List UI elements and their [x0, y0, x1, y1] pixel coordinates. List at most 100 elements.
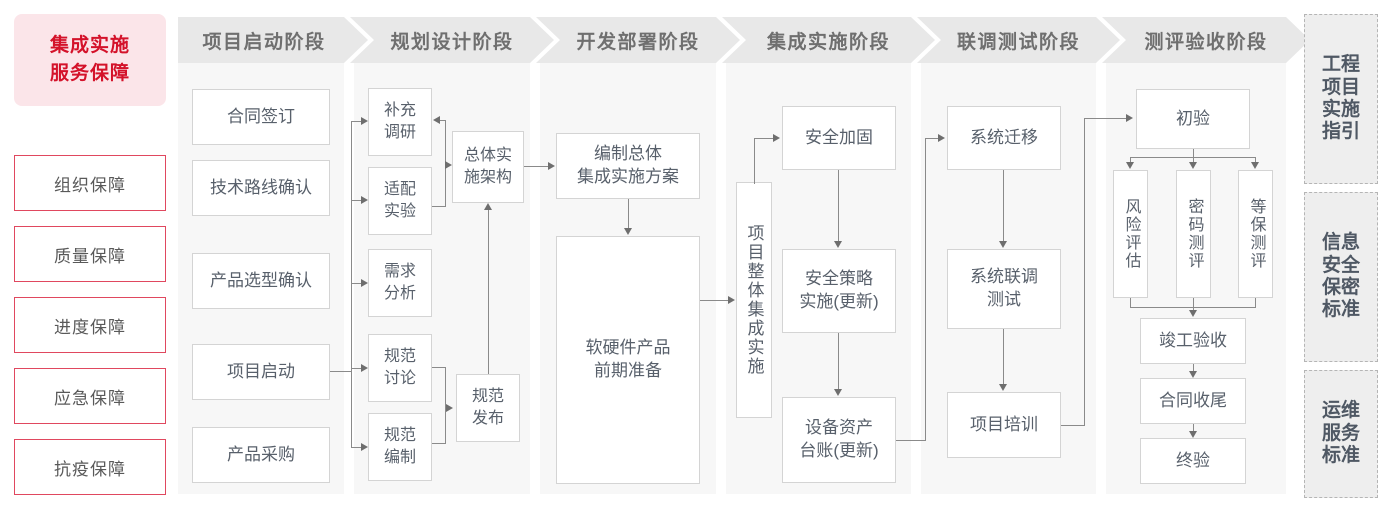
connector-migration-to-joint-test — [1003, 170, 1005, 242]
node-label: 系统联调 测试 — [970, 267, 1038, 309]
arrow-down-to-asset-ledger — [834, 389, 842, 396]
sidebar-title-line-2: 服务保障 — [49, 63, 130, 84]
node-project-kickoff[interactable]: 项目启动 — [192, 344, 330, 400]
rail-item-ops-service-standard[interactable]: 运维服务标准 — [1304, 370, 1378, 498]
phase-header-p6[interactable]: 测评验收阶段 — [1102, 17, 1310, 63]
connector-policy-to-ledger — [838, 333, 840, 389]
connector-merge-to-completion — [1193, 298, 1195, 310]
node-security-policy-implementation[interactable]: 安全策略 实施(更新) — [782, 249, 896, 333]
connector-spec-discussion-right — [432, 367, 446, 369]
sidebar-item-emergency[interactable]: 应急保障 — [14, 368, 166, 424]
node-contract-closure[interactable]: 合同收尾 — [1140, 378, 1246, 424]
node-label: 规范 讨论 — [383, 348, 416, 387]
arrow-to-supplementary-research — [361, 117, 368, 125]
node-project-training[interactable]: 项目培训 — [947, 392, 1061, 458]
sidebar-item-quality[interactable]: 质量保障 — [14, 226, 166, 282]
node-completion-acceptance[interactable]: 竣工验收 — [1140, 318, 1246, 364]
arrow-to-overall-integration — [728, 296, 735, 304]
node-label: 安全策略 实施(更新) — [799, 269, 879, 311]
connector-spec-drafting-right — [432, 443, 446, 445]
node-system-migration[interactable]: 系统迁移 — [947, 106, 1061, 170]
arrow-down-to-risk-assessment — [1126, 162, 1134, 169]
node-label: 等保测评 — [1247, 198, 1265, 270]
node-mlps-evaluation[interactable]: 等保测评 — [1238, 170, 1273, 298]
connector-joint-test-to-training — [1003, 329, 1005, 385]
phase-header-p3[interactable]: 开发部署阶段 — [536, 17, 740, 63]
arrow-to-security-hardening — [773, 134, 780, 142]
connector-training-up — [1084, 118, 1086, 426]
node-label: 产品采购 — [227, 444, 295, 464]
node-risk-assessment[interactable]: 风险评估 — [1113, 170, 1148, 298]
node-equipment-asset-ledger[interactable]: 设备资产 台账(更新) — [782, 397, 896, 483]
node-spec-release[interactable]: 规范 发布 — [456, 374, 520, 442]
node-overall-implementation-architecture[interactable]: 总体实 施架构 — [452, 131, 524, 203]
node-adaptation-experiment[interactable]: 适配 实验 — [368, 167, 432, 235]
node-product-procurement[interactable]: 产品采购 — [192, 427, 330, 483]
arrow-down-to-security-policy — [834, 241, 842, 248]
node-overall-project-integration[interactable]: 项目整体集成实施 — [736, 182, 772, 418]
node-contract-signing[interactable]: 合同签订 — [192, 89, 330, 145]
rail-item-infosec-standard[interactable]: 信息安全保密标准 — [1304, 192, 1378, 362]
arrow-to-draft-plan — [548, 162, 555, 170]
node-label: 密码测评 — [1185, 198, 1203, 270]
node-label: 适配 实验 — [383, 181, 416, 220]
connector-adaptation-right — [432, 206, 446, 208]
connector-bus-to-supplementary-research — [351, 121, 362, 123]
node-spec-discussion[interactable]: 规范 讨论 — [368, 334, 432, 402]
connector-ledger-up — [925, 138, 927, 441]
sidebar-item-epidemic[interactable]: 抗疫保障 — [14, 439, 166, 495]
phase-header-p4[interactable]: 集成实施阶段 — [722, 17, 935, 63]
connector-ledger-right — [896, 440, 926, 442]
node-supplementary-research[interactable]: 补充 调研 — [368, 88, 432, 156]
sidebar-item-schedule[interactable]: 进度保障 — [14, 297, 166, 353]
phase-header-p2[interactable]: 规划设计阶段 — [350, 17, 554, 63]
arrow-down-to-joint-test — [999, 241, 1007, 248]
connector-architecture-to-plan — [524, 166, 549, 168]
node-label: 需求 分析 — [383, 263, 416, 302]
arrow-to-overall-architecture — [445, 161, 452, 169]
node-security-hardening[interactable]: 安全加固 — [782, 106, 896, 170]
connector-integration-up — [754, 138, 756, 184]
connector-kickoff-to-bus — [330, 371, 352, 373]
rail-item-engineering-guideline[interactable]: 工程项目实施指引 — [1304, 14, 1378, 184]
node-tech-route-confirm[interactable]: 技术路线确认 — [192, 160, 330, 216]
rail-label: 工程项目实施指引 — [1321, 54, 1360, 143]
sidebar-item-organization[interactable]: 组织保障 — [14, 155, 166, 211]
node-label: 终验 — [1176, 450, 1210, 470]
phase-title: 项目启动阶段 — [202, 31, 326, 53]
node-label: 编制总体 集成实施方案 — [577, 144, 679, 186]
sidebar-item-label: 抗疫保障 — [54, 459, 126, 479]
connector-mlps-down — [1255, 298, 1257, 307]
phase-header-p1[interactable]: 项目启动阶段 — [178, 17, 368, 63]
node-requirement-analysis[interactable]: 需求 分析 — [368, 249, 432, 317]
node-preliminary-acceptance[interactable]: 初验 — [1136, 89, 1250, 149]
connector-training-right — [1061, 425, 1085, 427]
phase-title: 集成实施阶段 — [766, 31, 890, 53]
connector-split-to-mlps — [1255, 157, 1257, 163]
arrow-to-preliminary-acceptance — [1126, 114, 1133, 122]
node-hardware-software-preparation[interactable]: 软硬件产品 前期准备 — [556, 236, 700, 484]
node-final-acceptance[interactable]: 终验 — [1140, 438, 1246, 484]
arrow-down-to-preparation — [624, 228, 632, 235]
phase-header-p5[interactable]: 联调测试阶段 — [917, 17, 1120, 63]
node-label: 项目整体集成实施 — [744, 224, 764, 376]
connector-preparation-to-integration — [700, 300, 728, 302]
node-cryptography-evaluation[interactable]: 密码测评 — [1176, 170, 1211, 298]
arrow-to-spec-release — [446, 404, 453, 412]
node-label: 规范 编制 — [383, 427, 416, 466]
sidebar-item-label: 质量保障 — [54, 246, 126, 266]
node-product-selection-confirm[interactable]: 产品选型确认 — [192, 253, 330, 309]
sidebar-item-label: 进度保障 — [54, 317, 126, 337]
connector-integration-to-hardening — [754, 138, 774, 140]
connector-completion-to-closure — [1193, 364, 1195, 372]
sidebar-title-line-1: 集成实施 — [49, 35, 130, 57]
node-system-joint-debug-test[interactable]: 系统联调 测试 — [947, 249, 1061, 329]
phase-title: 测评验收阶段 — [1144, 31, 1268, 53]
node-draft-overall-integration-plan[interactable]: 编制总体 集成实施方案 — [556, 133, 700, 199]
arrow-to-system-migration — [938, 134, 945, 142]
node-spec-drafting[interactable]: 规范 编制 — [368, 413, 432, 481]
node-label: 设备资产 台账(更新) — [799, 418, 879, 460]
connector-plan-to-preparation — [628, 199, 630, 229]
arrow-down-to-mlps-evaluation — [1251, 162, 1259, 169]
